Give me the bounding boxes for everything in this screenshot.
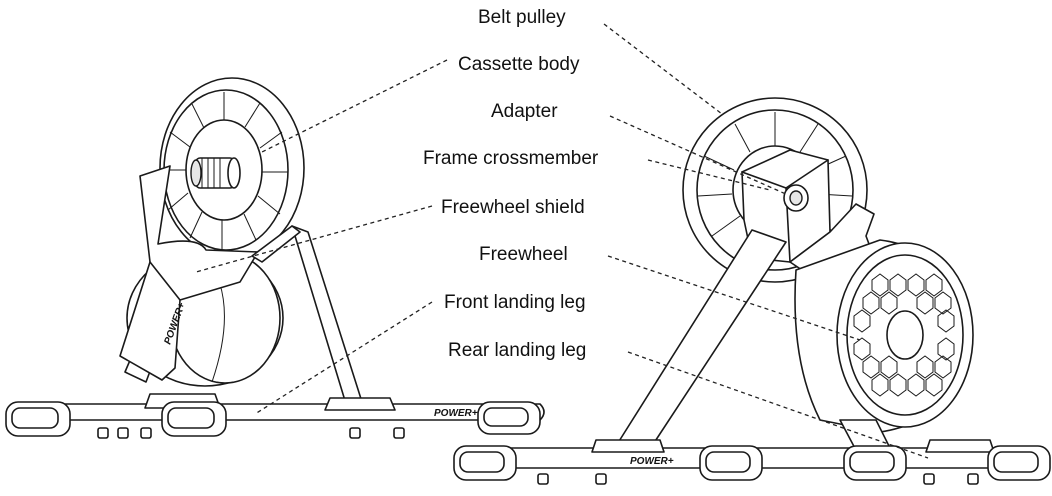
leader-frame-crossmember (647, 159, 771, 191)
right-front-landing-leg (615, 229, 787, 453)
leader-freewheel-shield (195, 205, 433, 273)
leader-belt-pulley (603, 23, 723, 115)
leader-front-landing-leg (254, 301, 433, 415)
leader-freewheel (607, 255, 861, 341)
leader-rear-landing-leg (627, 351, 929, 459)
left-bolts (97, 427, 405, 439)
left-feet (5, 401, 541, 437)
left-rail-logo: POWER+ (434, 408, 478, 419)
right-adapter (783, 184, 809, 212)
leader-cassette-body (261, 59, 448, 153)
right-feet (453, 445, 1051, 481)
label-rear-landing-leg: Rear landing leg (448, 340, 586, 361)
right-freewheel (794, 239, 974, 433)
right-bolts (537, 473, 979, 485)
label-cassette-body: Cassette body (458, 54, 580, 75)
label-front-landing-leg: Front landing leg (444, 292, 586, 313)
label-freewheel: Freewheel (479, 244, 568, 265)
right-freewheel-honeycomb (853, 273, 955, 397)
label-adapter: Adapter (491, 101, 558, 122)
labels: Belt pulley Cassette body Adapter Frame … (423, 7, 599, 361)
right-trainer: POWER+ (453, 97, 1051, 485)
left-cassette-body (190, 157, 241, 189)
label-freewheel-shield: Freewheel shield (441, 197, 585, 218)
label-frame-crossmember: Frame crossmember (423, 148, 599, 169)
left-front-leg (291, 225, 363, 405)
left-trainer: POWER+ POWER+ (5, 77, 545, 439)
right-rail-logo: POWER+ (630, 456, 674, 467)
leader-adapter (609, 115, 789, 196)
label-belt-pulley: Belt pulley (478, 7, 566, 28)
leader-lines (195, 23, 929, 459)
left-freewheel-shield (119, 165, 259, 381)
